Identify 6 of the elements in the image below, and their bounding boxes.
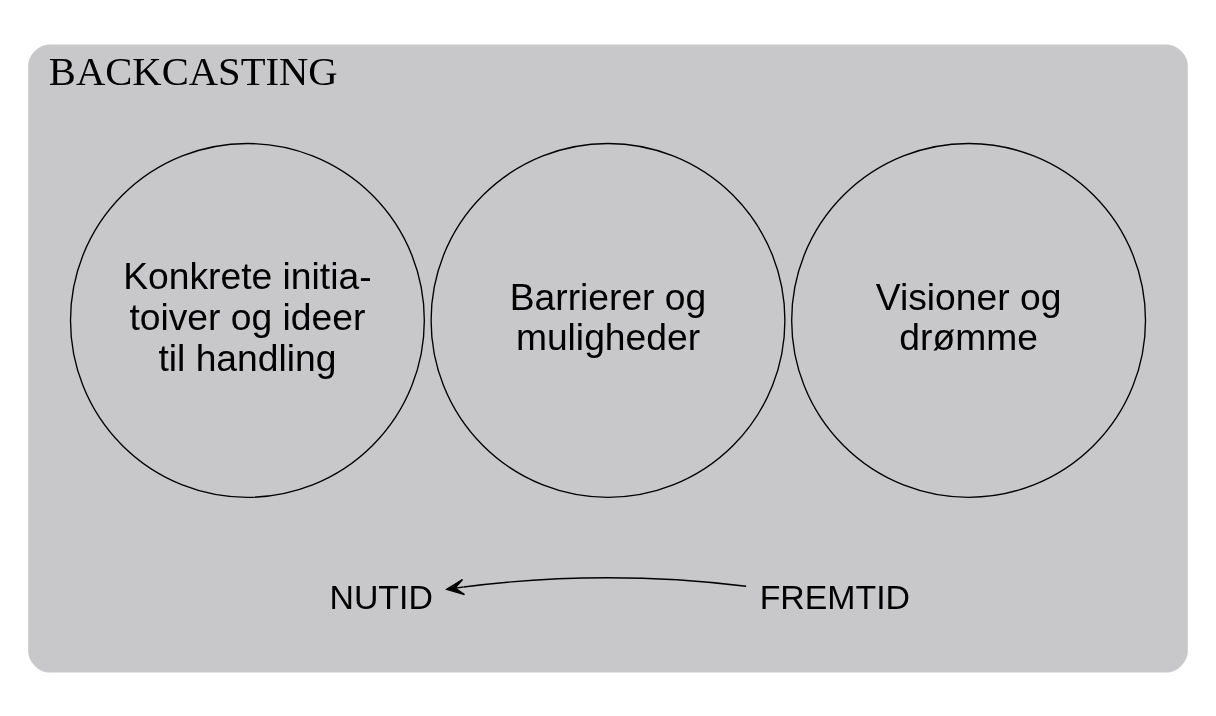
node-text: NUTID <box>329 577 433 616</box>
node-circle: Barrierer og muligheder <box>430 142 786 498</box>
node-text: FREMTID <box>759 577 911 616</box>
arrow <box>446 576 747 595</box>
node-circle: Konkrete initia- toiver og ideer til handling <box>69 142 425 498</box>
node-circle: Visioner og drømme <box>791 142 1147 498</box>
